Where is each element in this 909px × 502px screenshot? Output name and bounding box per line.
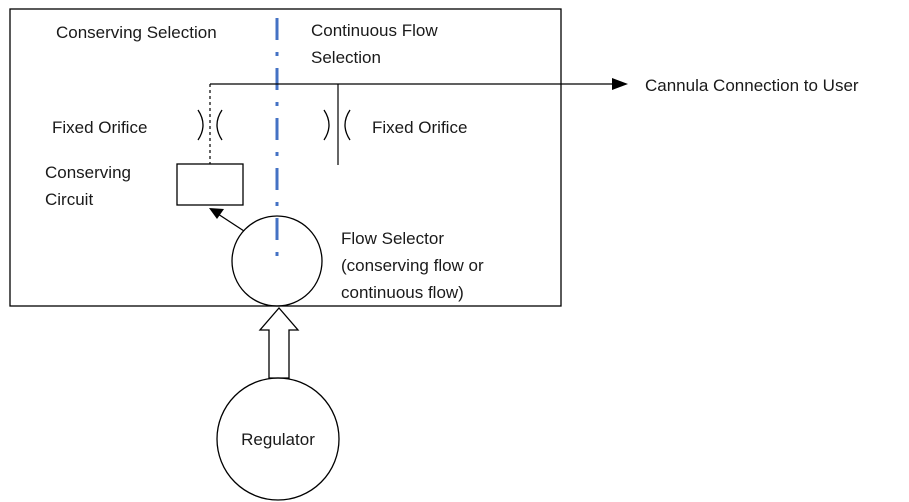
continuous-flow-label-line2: Selection: [311, 48, 381, 67]
regulator-circle: [216, 377, 340, 501]
conserving-circuit-label-line1: Conserving: [45, 163, 131, 182]
continuous-flow-label-line1: Continuous Flow: [311, 21, 438, 40]
cannula-connection-label: Cannula Connection to User: [645, 76, 859, 95]
conserving-circuit-label-line2: Circuit: [45, 190, 93, 209]
housing-box: [9, 8, 562, 307]
flow-selector-circle: [231, 215, 323, 307]
cannula-arrowhead: [612, 78, 628, 90]
regulator-label: Regulator: [241, 430, 315, 449]
conserving-selection-label: Conserving Selection: [56, 23, 217, 42]
conserving-circuit-box: [176, 163, 244, 206]
flow-selector-label-line1: Flow Selector: [341, 229, 444, 248]
left-fixed-orifice-label: Fixed Orifice: [52, 118, 147, 137]
right-fixed-orifice-label: Fixed Orifice: [372, 118, 467, 137]
regulator-to-selector-hollow-arrow: [258, 307, 300, 379]
flow-selector-label-line3: continuous flow): [341, 283, 464, 302]
selector-to-circuit-arrow-line: [217, 213, 245, 232]
right-fixed-orifice-symbol: [323, 109, 351, 141]
selector-to-circuit-arrowhead: [209, 208, 224, 219]
left-fixed-orifice-symbol: [197, 109, 223, 141]
flow-selector-label-line2: (conserving flow or: [341, 256, 484, 275]
